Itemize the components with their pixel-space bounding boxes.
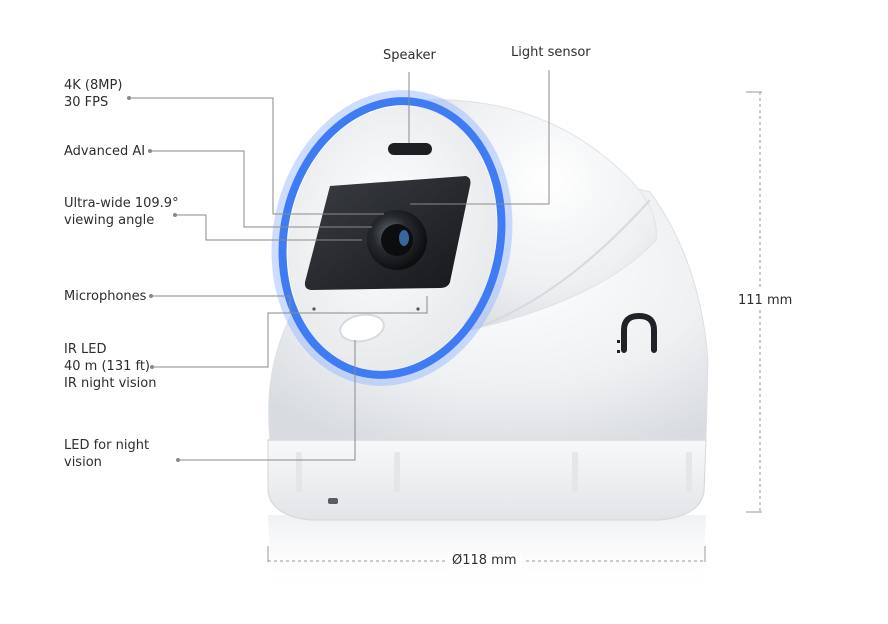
light-sensor-label: Light sensor: [511, 45, 591, 60]
callout-dots: [127, 96, 180, 462]
diameter-dimension-label: Ø118 mm: [448, 552, 521, 569]
microphone-right: [416, 307, 420, 311]
led-ring: [278, 97, 506, 379]
led-night-vision-label: LED for night vision: [64, 438, 150, 470]
ir-led-label: IR LED 40 m (131 ft) IR night vision: [64, 342, 157, 391]
reset-port: [328, 498, 338, 504]
height-dimension-label: 111 mm: [734, 292, 797, 309]
viewing-angle-label: Ultra-wide 109.9° viewing angle: [64, 196, 179, 228]
callout-lines: [129, 70, 550, 461]
microphone-left: [312, 307, 316, 311]
camera-base: [267, 439, 707, 521]
ir-led-window: [339, 313, 385, 343]
resolution-label: 4K (8MP) 30 FPS: [64, 78, 123, 110]
speaker-grille: [388, 143, 432, 155]
ubiquiti-u-logo-icon: [617, 312, 657, 353]
microphones-label: Microphones: [64, 289, 147, 304]
speaker-label: Speaker: [383, 48, 436, 63]
advanced-ai-label: Advanced AI: [64, 144, 146, 159]
